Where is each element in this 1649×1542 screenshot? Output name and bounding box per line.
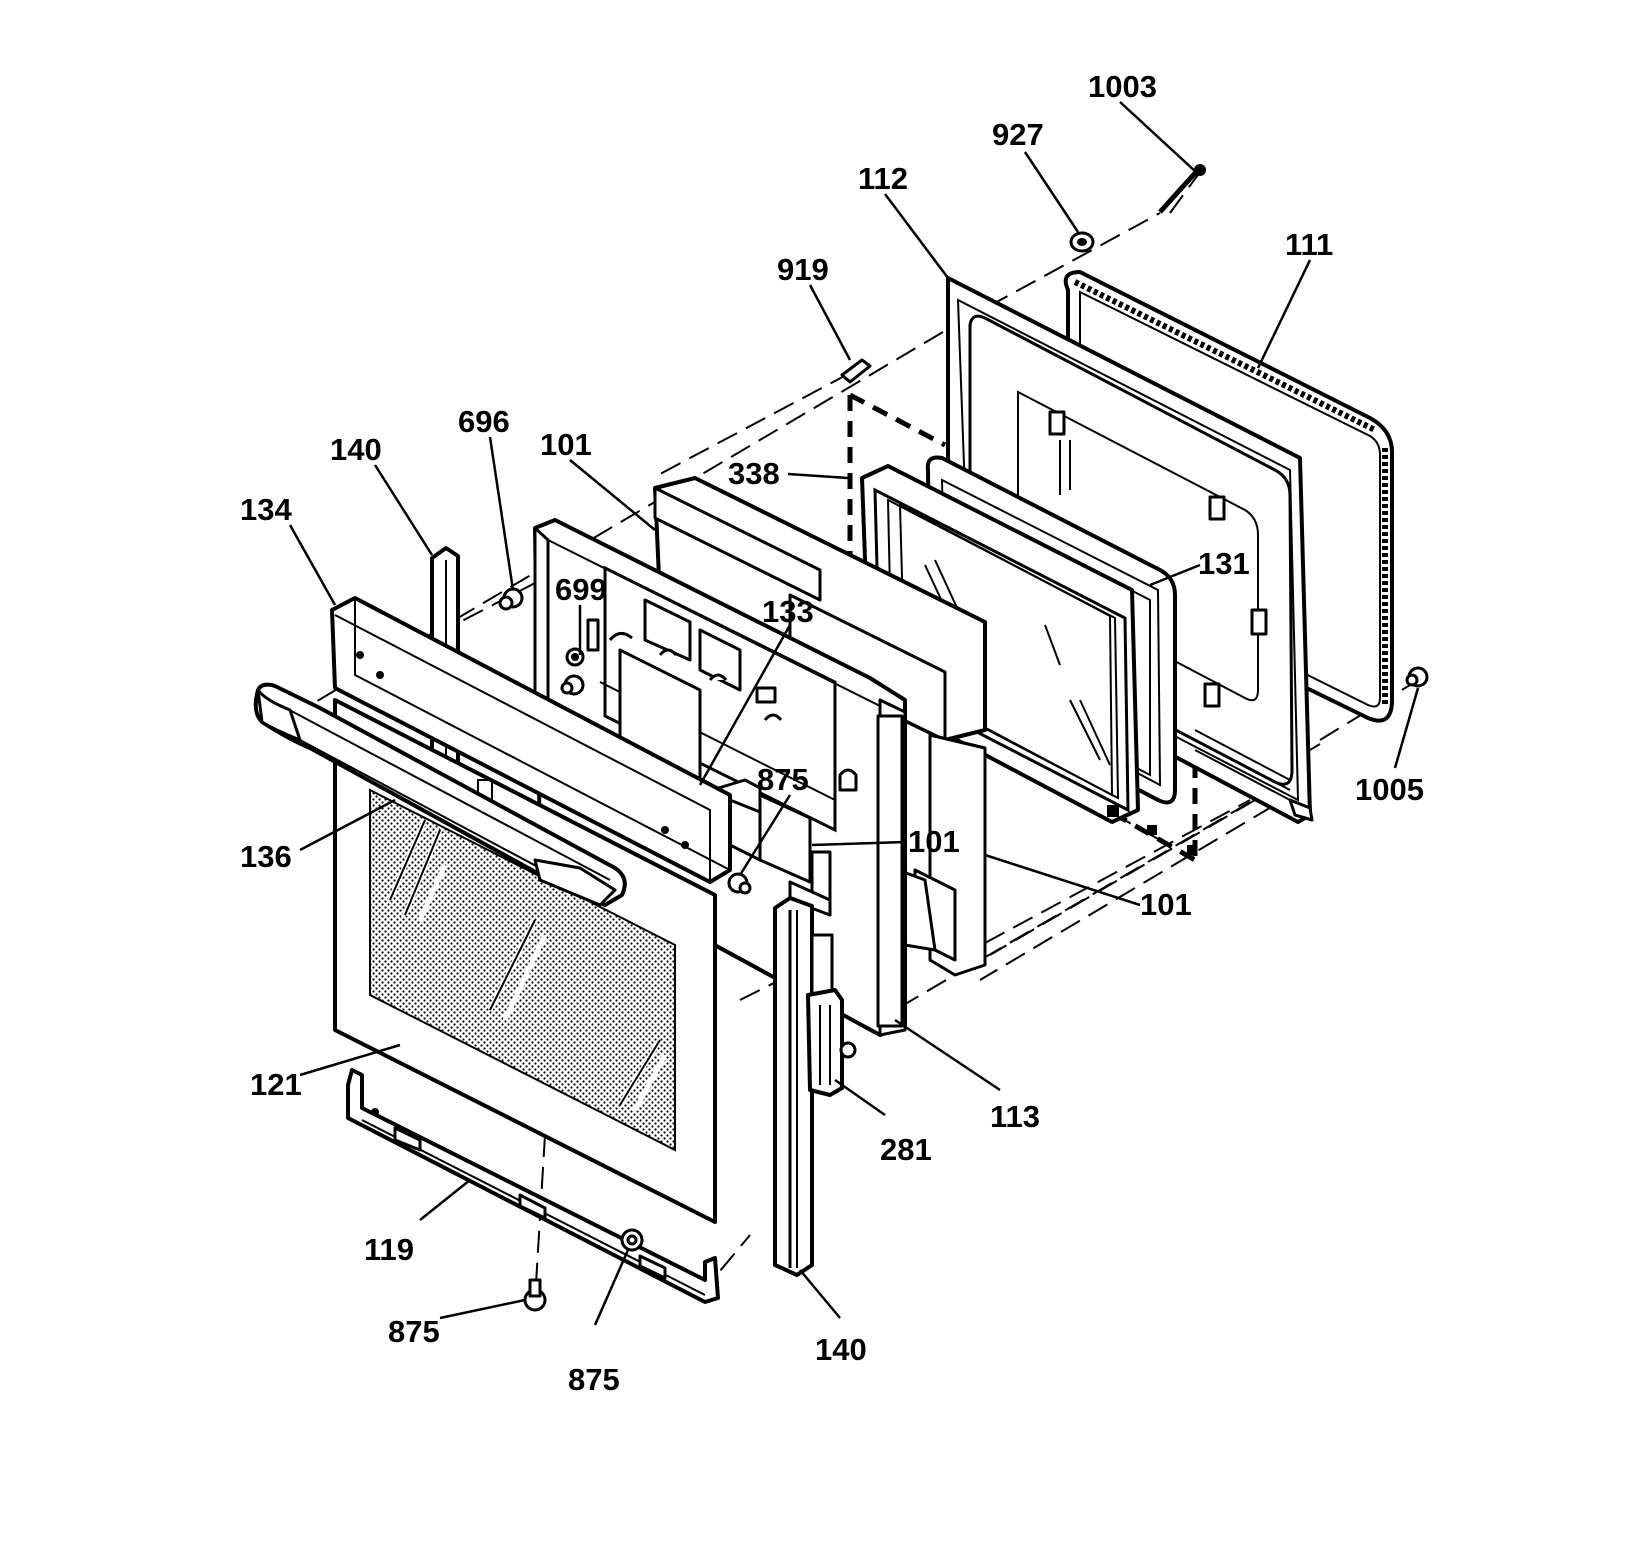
screw-875-hinge — [727, 872, 752, 895]
side-trim-140-right — [773, 896, 814, 1277]
callout-696: 696 — [458, 404, 510, 439]
washer-927 — [1069, 231, 1095, 253]
screw-1003 — [1158, 164, 1206, 214]
callout-875-hinge: 875 — [757, 762, 809, 797]
callout-136: 136 — [240, 839, 292, 874]
callout-111: 111 — [1285, 227, 1333, 262]
callout-875-bottom-left: 875 — [388, 1314, 440, 1349]
callout-119: 119 — [364, 1232, 414, 1267]
callout-101-top: 101 — [540, 427, 592, 462]
top-trim-134 — [330, 596, 732, 884]
callout-labels: 1003 927 112 111 919 696 101 140 338 134… — [240, 69, 1424, 1397]
stud-small — [1107, 805, 1197, 855]
callout-338: 338 — [728, 456, 780, 491]
screw-696 — [498, 587, 524, 611]
callout-131: 131 — [1198, 546, 1250, 581]
callout-101-mid: 101 — [908, 824, 960, 859]
screw-875-bottom-right — [620, 1228, 644, 1252]
callout-101-right: 101 — [1140, 887, 1192, 922]
callout-140-front: 140 — [815, 1332, 867, 1367]
clip-919 — [840, 358, 872, 384]
callout-1005: 1005 — [1355, 772, 1424, 807]
callout-140-rear: 140 — [330, 432, 382, 467]
callout-113: 113 — [990, 1099, 1040, 1134]
door-handle-136 — [253, 682, 627, 907]
callout-121: 121 — [250, 1067, 302, 1102]
screw-699 — [560, 674, 585, 696]
callout-919: 919 — [777, 252, 829, 287]
callout-875-bottom-right: 875 — [568, 1362, 620, 1397]
screw-1005 — [1405, 666, 1429, 688]
callout-112: 112 — [858, 161, 908, 196]
outer-door-glass-121 — [333, 698, 717, 1224]
callout-281: 281 — [880, 1132, 932, 1167]
callout-927: 927 — [992, 117, 1044, 152]
callout-699: 699 — [555, 572, 607, 607]
callout-133: 133 — [762, 594, 814, 629]
screw-875-bottom-left — [523, 1278, 547, 1312]
callout-134: 134 — [240, 492, 292, 527]
callout-leaders — [288, 101, 1420, 1326]
door-hinge-281 — [806, 933, 857, 1097]
callout-1003: 1003 — [1088, 69, 1157, 104]
